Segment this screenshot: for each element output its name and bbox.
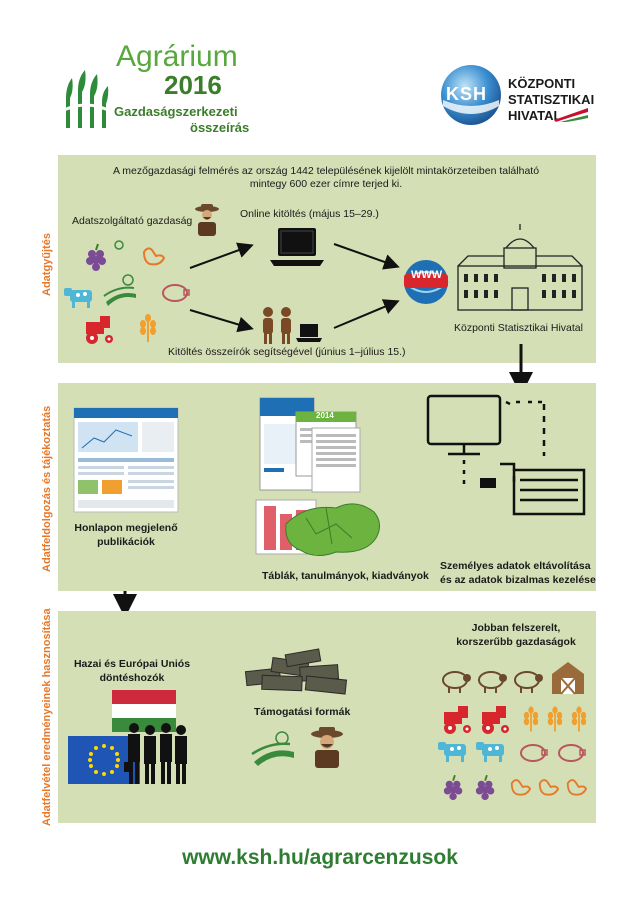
grapes-icon [86,243,106,271]
pig-icon [520,744,548,762]
wheat-logo-icon [59,70,113,128]
wheat-icon [523,706,539,732]
chicken-icon [566,779,588,796]
report-year: 2014 [316,411,334,420]
sheep-icon [514,671,543,693]
result-label-1: Jobban felszerelt, [471,622,561,634]
decision-makers-icon [124,723,187,784]
map-chart-icon [255,499,380,556]
website-screenshot-icon [73,407,179,513]
decision-label-2: döntéshozók [99,672,165,684]
online-label: Online kitöltés (május 15–29.) [240,208,379,220]
web-label-2: publikációk [97,536,155,548]
cow-icon [438,742,466,762]
logo-year: 2016 [164,70,222,100]
enumerators-icon [263,307,322,344]
side-label-utilisation: Adatfelvétel eredményeinek hasznosítása [41,608,53,826]
www-globe-icon [403,260,450,304]
field-icon [103,274,136,306]
ksh-name-1: KÖZPONTI [508,76,576,91]
provider-label: Adatszolgáltató gazdaság [72,215,193,227]
chicken-icon [538,779,560,796]
intro-text-line-2: mintegy 600 ezer címre terjed ki. [249,178,403,190]
hungarian-flag-icon [112,690,176,732]
ksh-logo: KSH KÖZPONTI STATISZTIKAI HIVATAL [440,62,600,137]
chicken-icon [510,779,532,796]
intro-text-line-1: A mezőgazdasági felmérés az ország 1442 … [112,165,540,177]
wheat-icon [140,314,156,342]
parliament-building-icon [457,224,583,311]
cow-icon [64,288,92,308]
wheat-icon [547,706,563,732]
side-label-processing: Adatfeldolgozás és tájékoztatás [41,405,53,572]
logo-subtitle-2: összeírás [190,120,250,135]
grapes-icon [475,774,495,801]
tables-label: Táblák, tanulmányok, kiadványok [262,570,429,582]
sun-icon [114,240,124,250]
barn-icon [552,662,584,695]
agrarium-logo: Agrárium 2016 Gazdaságszerkezeti összeír… [59,40,290,140]
laptop-icon [270,228,324,266]
result-label-2: korszerűbb gazdaságok [456,636,576,648]
ksh-badge: KSH [446,84,488,104]
assisted-label: Kitöltés összeírók segítségével (június … [168,346,406,358]
tractor-icon [444,706,471,734]
decision-label-1: Hazai és Európai Uniós [73,658,191,670]
support-farmer-icon [311,727,343,768]
support-field-icon [251,731,294,766]
tractor-icon [482,706,509,734]
sheep-icon [478,671,507,693]
computer-server-icon [426,394,586,516]
wheat-icon [571,706,587,732]
pig-icon [558,744,586,762]
logo-title: Agrárium [116,40,238,73]
grapes-icon [443,774,463,801]
pig-icon [162,284,190,302]
footer-url[interactable]: www.ksh.hu/agrarcenzusok [182,846,458,869]
support-label: Támogatási formák [254,706,351,718]
web-label-1: Honlapon megjelenő [74,522,178,534]
ksh-globe-icon [441,65,501,125]
logo-subtitle-1: Gazdaságszerkezeti [114,104,238,119]
privacy-label-1: Személyes adatok eltávolítása [440,560,591,572]
office-label: Központi Statisztikai Hivatal [454,322,583,334]
money-stacks-icon [244,648,348,695]
ksh-name-2: STATISZTIKAI [508,92,595,107]
chicken-icon [142,247,166,266]
farmer-icon [195,204,219,236]
tractor-icon [86,316,113,344]
publications-icon [259,397,361,493]
ksh-name-3: HIVATAL [508,108,562,123]
www-text: WWW [411,269,443,281]
flag-swoosh-icon [554,108,588,122]
privacy-label-2: és az adatok bizalmas kezelése [440,574,596,586]
sheep-icon [442,671,471,693]
cow-icon [476,742,504,762]
